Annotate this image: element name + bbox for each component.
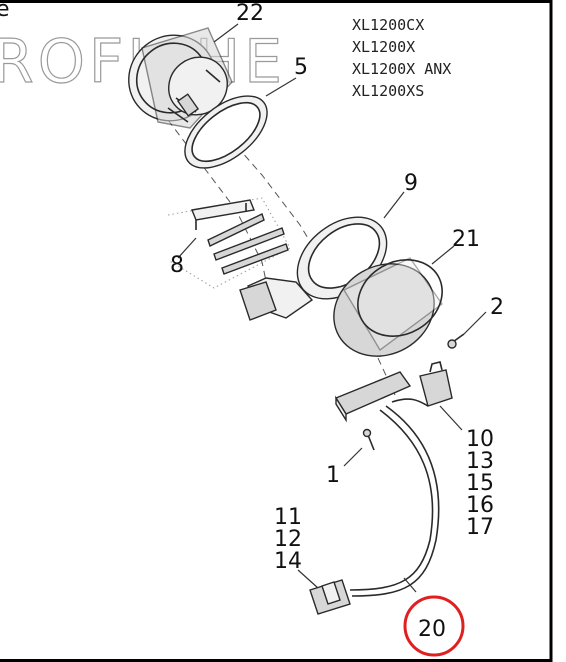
label-part-9: 9 [404, 171, 418, 196]
model-xl1200cx: XL1200CX [352, 16, 424, 34]
wiring-harness-block [334, 371, 412, 423]
highlight-circle-part-20 [403, 595, 465, 657]
connector-bottom [309, 579, 351, 615]
label-part-22: 22 [236, 1, 264, 26]
leader-lines [177, 23, 487, 593]
label-part-11: 11 [274, 505, 302, 530]
label-part-13: 13 [466, 449, 494, 474]
model-list: XL1200CX XL1200X XL1200X ANX XL1200XS [352, 16, 451, 100]
label-part-14: 14 [274, 549, 302, 574]
part-5-ring-seal [184, 95, 268, 169]
label-part-17: 17 [466, 515, 494, 540]
label-part-10: 10 [466, 427, 494, 452]
model-xl1200x: XL1200X [352, 38, 415, 56]
corner-fragment-label: e [0, 0, 10, 22]
part-number-labels: 22 5 9 8 21 2 1 10 13 15 16 17 11 12 14 … [170, 1, 504, 642]
label-part-12: 12 [274, 527, 302, 552]
label-part-8: 8 [170, 253, 184, 278]
label-part-16: 16 [466, 493, 494, 518]
part-1-screw [362, 428, 375, 451]
diagram-border-frame [0, 0, 553, 662]
label-part-15: 15 [466, 471, 494, 496]
label-part-21: 21 [452, 227, 480, 252]
part-9-gauge-bezel [239, 216, 388, 321]
label-part-1: 1 [326, 463, 340, 488]
connector-right [419, 361, 453, 407]
label-part-2: 2 [490, 295, 504, 320]
part-8-bracket-kit [167, 197, 291, 289]
part-21-gauge-body [333, 257, 443, 357]
label-part-5: 5 [294, 55, 308, 80]
part-2-screw [447, 333, 465, 349]
label-part-20: 20 [418, 617, 446, 642]
model-xl1200x-anx: XL1200X ANX [352, 60, 451, 78]
part-22-speedometer-housing [128, 27, 233, 129]
harness-wires [349, 398, 440, 597]
model-xl1200xs: XL1200XS [352, 82, 424, 100]
